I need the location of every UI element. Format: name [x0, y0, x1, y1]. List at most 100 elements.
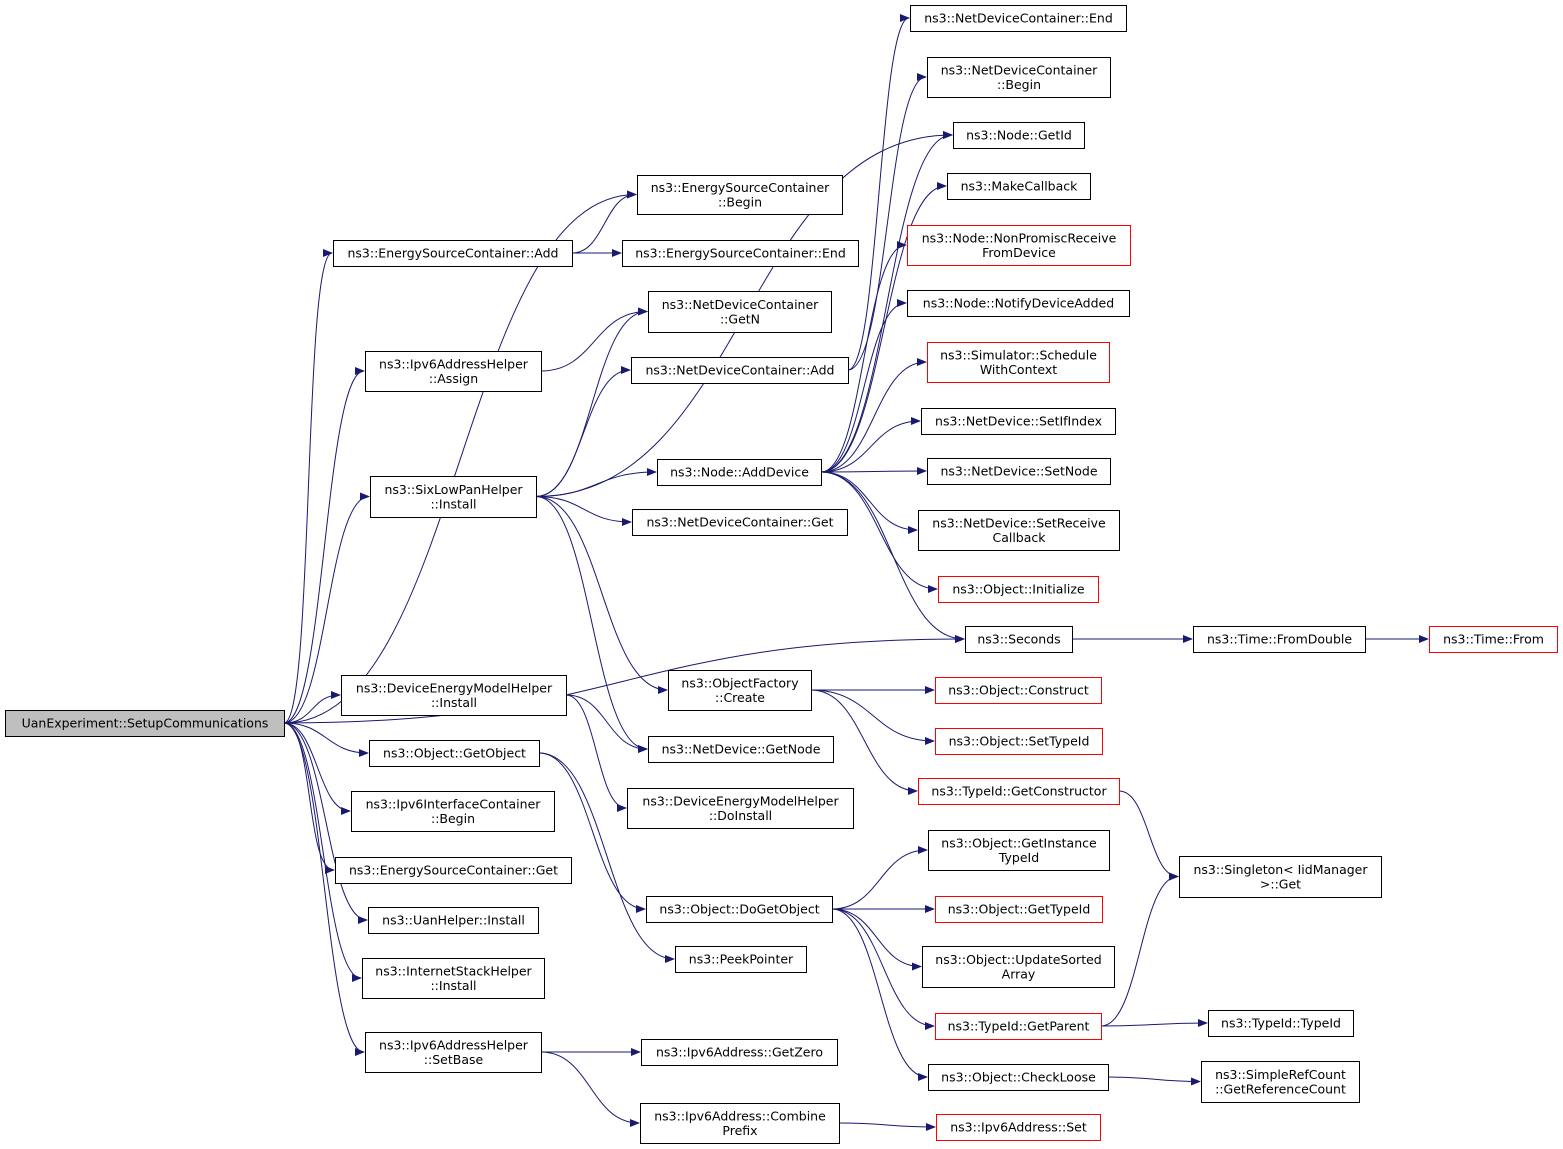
node-label-line: ns3::Object::Construct: [948, 683, 1089, 698]
node-ndcGet[interactable]: ns3::NetDeviceContainer::Get: [632, 509, 848, 536]
node-ndcEnd[interactable]: ns3::NetDeviceContainer::End: [910, 5, 1127, 32]
node-nodeGetId[interactable]: ns3::Node::GetId: [953, 122, 1085, 149]
node-ndcBegin[interactable]: ns3::NetDeviceContainer::Begin: [927, 57, 1111, 98]
node-box: [668, 670, 812, 711]
edge-root-to-escBegin: [283, 190, 637, 724]
node-escBegin[interactable]: ns3::EnergySourceContainer::Begin: [637, 175, 843, 215]
node-getZero[interactable]: ns3::Ipv6Address::GetZero: [641, 1039, 838, 1066]
node-objConstruct[interactable]: ns3::Object::Construct: [935, 677, 1102, 704]
node-objGetTypeId[interactable]: ns3::Object::GetTypeId: [935, 896, 1103, 923]
node-label-line: ns3::Ipv6AddressHelper: [379, 1037, 529, 1052]
node-getParent[interactable]: ns3::TypeId::GetParent: [935, 1013, 1102, 1040]
node-escAdd[interactable]: ns3::EnergySourceContainer::Add: [333, 240, 573, 267]
node-label-line: ns3::Ipv6Address::Set: [950, 1120, 1087, 1135]
node-label-line: ns3::PeekPointer: [689, 952, 794, 967]
edge-ofCreate-to-getCtor: [810, 689, 918, 795]
node-sixInstall[interactable]: ns3::SixLowPanHelper::Install: [370, 476, 537, 518]
node-box: [637, 175, 843, 215]
node-box: [368, 907, 539, 934]
node-label-line: ns3::Ipv6Address::GetZero: [656, 1045, 823, 1060]
node-checkLoose[interactable]: ns3::Object::CheckLoose: [928, 1064, 1109, 1091]
node-label-line: ns3::NetDeviceContainer: [941, 62, 1098, 77]
edge-nodeAddDevice-to-notifyAdded: [820, 299, 907, 473]
node-singleton[interactable]: ns3::Singleton< IidManager>::Get: [1179, 856, 1382, 898]
node-label-line: ns3::EnergySourceContainer: [651, 180, 830, 195]
node-box: [936, 1114, 1101, 1141]
node-box: [928, 830, 1110, 871]
edge-doGetObject-to-getParent: [831, 908, 935, 1030]
node-label-line: ns3::MakeCallback: [961, 179, 1079, 194]
node-setIfIndex[interactable]: ns3::NetDevice::SetIfIndex: [921, 408, 1116, 435]
node-ipv6Assign[interactable]: ns3::Ipv6AddressHelper::Assign: [365, 351, 542, 392]
node-label-line: ns3::Object::CheckLoose: [941, 1070, 1096, 1085]
node-ndGetNode[interactable]: ns3::NetDevice::GetNode: [648, 736, 834, 763]
node-label-line: ns3::TypeId::GetParent: [948, 1019, 1090, 1034]
node-box: [907, 290, 1130, 317]
node-label-line: ns3::Node::AddDevice: [670, 465, 809, 480]
edge-getCtor-to-singleton: [1118, 790, 1179, 881]
node-demDoInstall[interactable]: ns3::DeviceEnergyModelHelper::DoInstall: [627, 788, 854, 829]
node-uanInstall[interactable]: ns3::UanHelper::Install: [368, 907, 539, 934]
node-label-line: ns3::Node::GetId: [966, 128, 1072, 143]
edge-root-to-demInstall: [283, 691, 341, 724]
node-box: [341, 675, 567, 716]
node-label-line: ns3::EnergySourceContainer::End: [635, 246, 846, 261]
node-getRefCount[interactable]: ns3::SimpleRefCount::GetReferenceCount: [1201, 1061, 1360, 1103]
node-box: [927, 342, 1110, 383]
node-objInit[interactable]: ns3::Object::Initialize: [938, 576, 1099, 603]
node-label-line: Callback: [992, 530, 1046, 545]
node-peekPointer[interactable]: ns3::PeekPointer: [675, 946, 807, 973]
node-box: [922, 946, 1115, 988]
node-box: [1193, 626, 1366, 653]
node-typeIdCtor[interactable]: ns3::TypeId::TypeId: [1208, 1010, 1354, 1037]
node-objSetTypeId[interactable]: ns3::Object::SetTypeId: [935, 728, 1103, 755]
node-label-line: ns3::ObjectFactory: [681, 675, 799, 690]
node-escEnd[interactable]: ns3::EnergySourceContainer::End: [622, 240, 859, 267]
node-seconds[interactable]: ns3::Seconds: [965, 626, 1073, 653]
edge-objGetObject-to-doGetObject: [538, 752, 646, 913]
node-label-line: ::Install: [431, 695, 477, 710]
node-box: [910, 5, 1127, 32]
node-label-line: UanExperiment::SetupCommunications: [22, 716, 269, 731]
node-label-line: ns3::NetDeviceContainer::Add: [646, 363, 835, 378]
node-fromDouble[interactable]: ns3::Time::FromDouble: [1193, 626, 1366, 653]
node-makeCallback[interactable]: ns3::MakeCallback: [947, 173, 1091, 200]
edges-layer: [283, 14, 1429, 1131]
node-setNode[interactable]: ns3::NetDevice::SetNode: [927, 458, 1111, 485]
node-box: [646, 896, 833, 923]
node-label-line: ::DoInstall: [709, 808, 772, 823]
node-getCtor[interactable]: ns3::TypeId::GetConstructor: [918, 778, 1120, 805]
node-inetInstall[interactable]: ns3::InternetStackHelper::Install: [362, 958, 545, 999]
node-demInstall[interactable]: ns3::DeviceEnergyModelHelper::Install: [341, 675, 567, 716]
node-box: [370, 476, 537, 518]
node-label-line: ns3::UanHelper::Install: [382, 913, 525, 928]
nodes-layer: UanExperiment::SetupCommunicationsns3::E…: [5, 5, 1558, 1144]
node-label-line: ns3::Node::NonPromiscReceive: [922, 230, 1117, 245]
node-ndcAdd[interactable]: ns3::NetDeviceContainer::Add: [631, 357, 849, 384]
node-escGet[interactable]: ns3::EnergySourceContainer::Get: [335, 857, 572, 884]
node-ipv6ICBegin[interactable]: ns3::Ipv6InterfaceContainer::Begin: [351, 791, 555, 832]
node-notifyAdded[interactable]: ns3::Node::NotifyDeviceAdded: [907, 290, 1130, 317]
node-root[interactable]: UanExperiment::SetupCommunications: [5, 710, 285, 737]
node-ipv6Set[interactable]: ns3::Ipv6Address::Set: [936, 1114, 1101, 1141]
node-objGetObject[interactable]: ns3::Object::GetObject: [369, 740, 540, 767]
node-box: [632, 509, 848, 536]
node-label-line: ns3::Object::SetTypeId: [949, 734, 1090, 749]
node-timeFrom[interactable]: ns3::Time::From: [1429, 626, 1558, 653]
edge-nodeAddDevice-to-schedCtx: [820, 358, 927, 473]
node-nodeAddDevice[interactable]: ns3::Node::AddDevice: [657, 459, 822, 486]
node-ofCreate[interactable]: ns3::ObjectFactory::Create: [668, 670, 812, 711]
node-box: [1429, 626, 1558, 653]
node-label-line: ns3::Time::FromDouble: [1207, 632, 1352, 647]
node-ndcGetN[interactable]: ns3::NetDeviceContainer::GetN: [648, 291, 832, 333]
node-box: [1179, 856, 1382, 898]
node-ipv6SetBase[interactable]: ns3::Ipv6AddressHelper::SetBase: [365, 1032, 542, 1073]
edge-demInstall-to-ndGetNode: [565, 694, 648, 753]
node-doGetObject[interactable]: ns3::Object::DoGetObject: [646, 896, 833, 923]
